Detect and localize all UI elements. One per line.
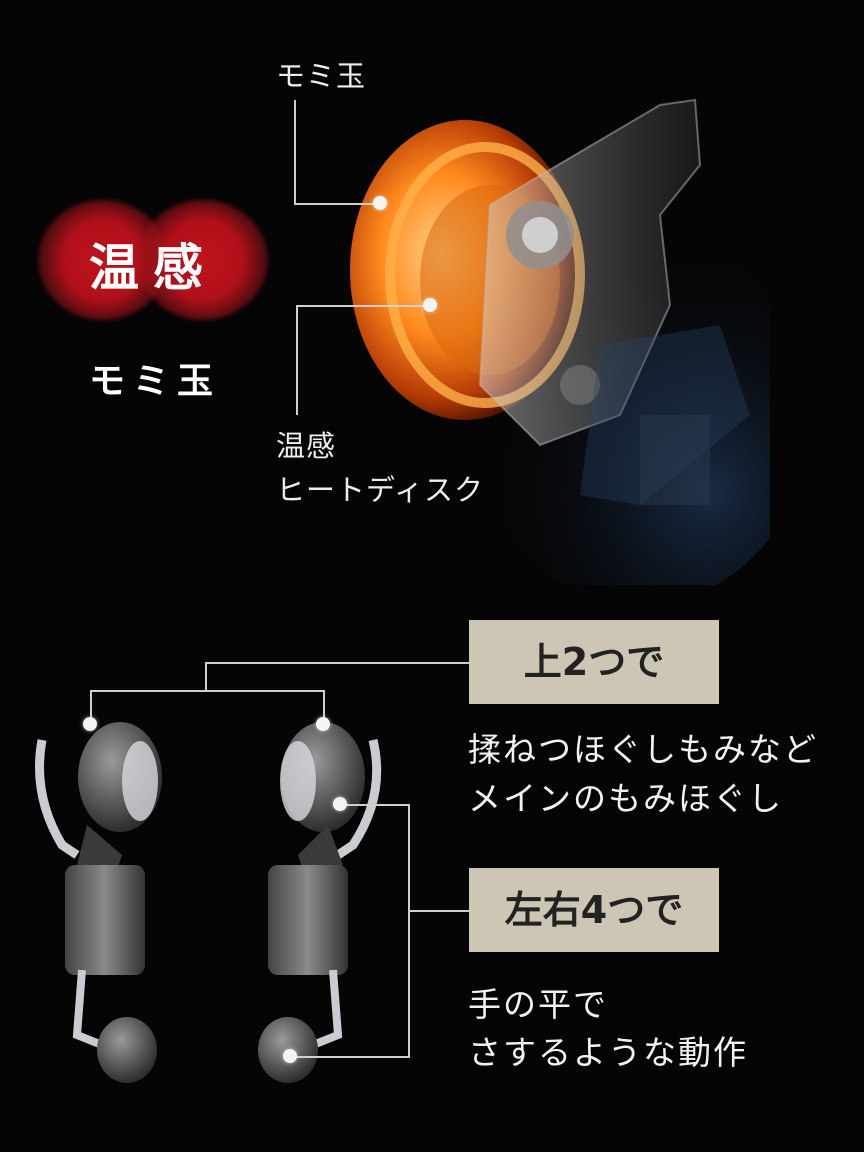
bracket-upper-stem [205,662,207,691]
side-rollers-desc-line2: さするような動作 [468,1033,748,1072]
label-heat-disc-line1: 温感 [276,429,337,463]
bracket-upper-horizontal [90,690,324,692]
badge-title: 温感 [89,239,217,297]
leader-line-momi-horizontal [294,203,380,205]
bracket-side-vertical [408,804,410,1058]
badge-glow-right [138,200,268,320]
upper-rollers-desc-line2: メインのもみほぐし [468,779,783,818]
bracket-upper-left-vertical [90,690,92,725]
heat-pointer-dot [423,298,437,312]
leader-line-momi-vertical [294,100,296,204]
bracket-side-top [340,804,410,806]
upper-rollers-desc-line1: 揉ねつほぐしもみなど [468,730,818,769]
warmth-badge: 温感 [38,200,268,320]
momi-pointer-dot [373,196,387,210]
upper-right-roller-dot [316,717,330,731]
leader-line-heat-vertical [296,305,298,415]
label-heat-disc-line2: ヒートディスク [276,473,484,507]
bracket-upper-right-vertical [323,690,325,725]
label-momi-ball: モミ玉 [276,59,367,93]
leader-line-heat-horizontal [296,305,426,307]
roller-unit-right [258,715,388,1105]
side-upper-roller-dot [333,797,347,811]
side-rollers-desc-line1: 手の平で [468,985,608,1024]
bracket-upper-to-box [205,662,470,664]
bracket-side-bottom [290,1056,410,1058]
bracket-side-to-box [408,910,470,912]
side-lower-roller-dot [283,1049,297,1063]
heat-disc-illustration [340,85,810,605]
upper-left-roller-dot [83,717,97,731]
badge-subtitle: モミ玉 [88,361,221,402]
roller-unit-left [32,715,162,1105]
side-rollers-label-box: 左右4つで [469,868,719,952]
upper-rollers-label-box: 上2つで [469,620,719,704]
